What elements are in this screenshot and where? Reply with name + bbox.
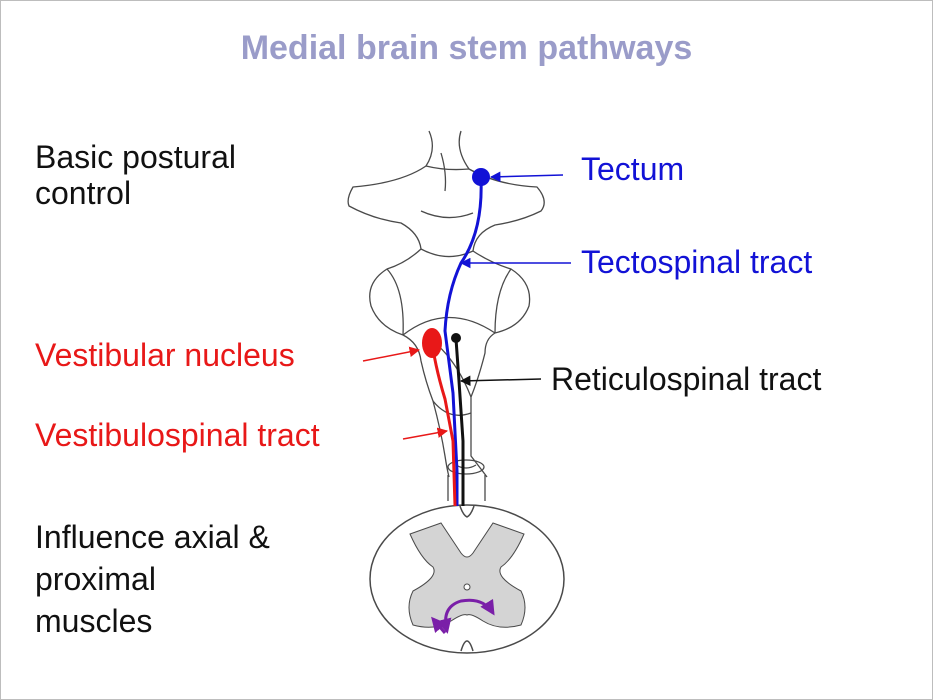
tectum-label: Tectum (581, 151, 685, 187)
vestibular-nucleus (422, 328, 442, 358)
reticulospinal-tract-label: Reticulospinal tract (551, 361, 822, 397)
influence-text-line1: Influence axial & (35, 519, 270, 555)
basic-postural-text-line2: control (35, 175, 132, 211)
influence-text-line2: proximal (35, 561, 156, 597)
tectum-pointer (489, 171, 564, 182)
basic-postural-text-line1: Basic postural (35, 139, 236, 175)
reticulospinal-tract (451, 333, 465, 506)
tectospinal-tract-label: Tectospinal tract (581, 244, 813, 280)
vestibulospinal-tract (422, 328, 457, 507)
vestibular-nucleus-pointer (362, 346, 421, 362)
influence-text-line3: muscles (35, 603, 153, 639)
reticular-nucleus (451, 333, 461, 343)
vestibulospinal-tract-label: Vestibulospinal tract (35, 417, 320, 453)
vestibular-nucleus-label: Vestibular nucleus (35, 337, 295, 373)
reticulospinal-pointer (459, 375, 542, 387)
tectum-nucleus (472, 168, 490, 186)
slide-title: Medial brain stem pathways (240, 29, 693, 67)
vestibulospinal-pointer (402, 427, 449, 440)
spinal-cord-cross-section (369, 504, 565, 654)
